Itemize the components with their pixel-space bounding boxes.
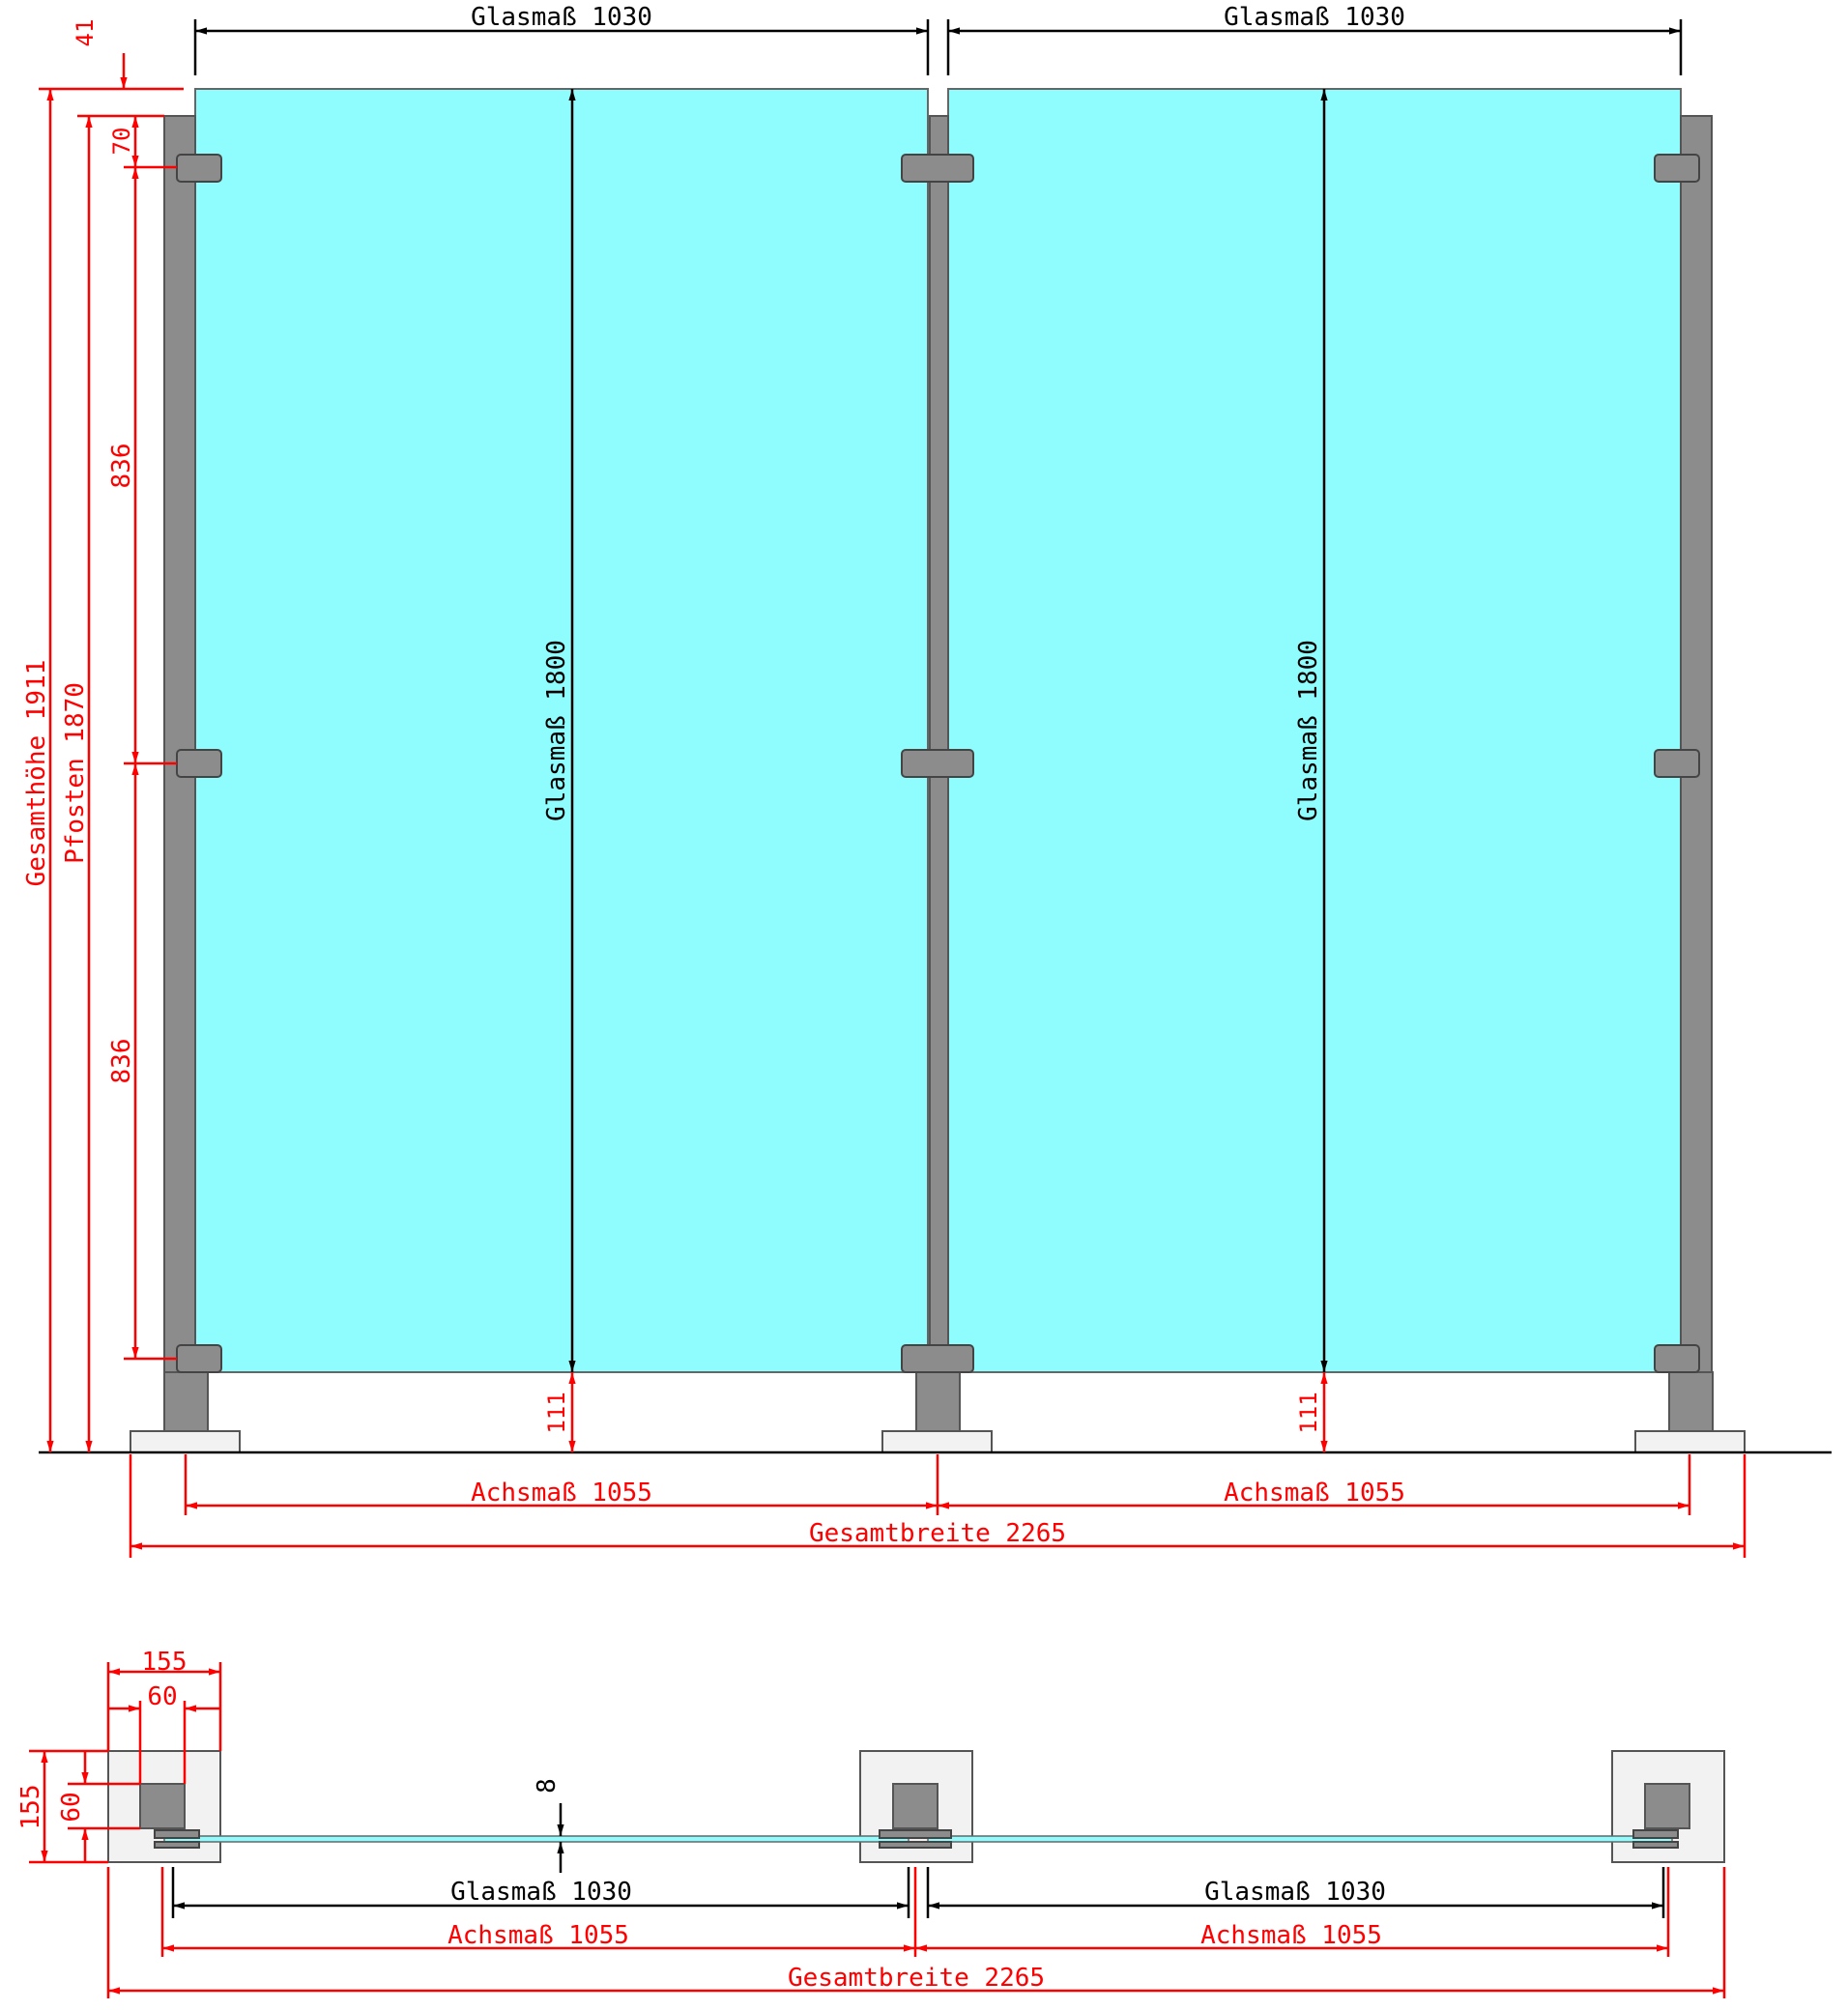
clamp-icon bbox=[901, 1344, 974, 1373]
clamp-icon bbox=[154, 1829, 200, 1839]
plate-depth-label: 155 bbox=[16, 1785, 45, 1830]
post-depth-label: 60 bbox=[57, 1792, 86, 1822]
plan-axis-left-label: Achsmaß 1055 bbox=[448, 1921, 629, 1950]
post-right-shaft bbox=[1668, 1371, 1714, 1433]
glass-panel-right bbox=[947, 88, 1682, 1373]
bottom-gap-right-label: 111 bbox=[1295, 1392, 1322, 1433]
clamp-icon bbox=[1654, 154, 1700, 183]
clamp-offset-label: 70 bbox=[108, 128, 135, 156]
clamp-icon bbox=[1632, 1829, 1679, 1839]
total-height-label: Gesamthöhe 1911 bbox=[22, 660, 51, 887]
clamp-icon bbox=[176, 154, 222, 183]
base-plate-left bbox=[130, 1430, 241, 1453]
clamp-icon bbox=[154, 1841, 200, 1849]
clamp-icon bbox=[176, 1344, 222, 1373]
glass-width-left-label: Glasmaß 1030 bbox=[471, 3, 652, 32]
clamp-icon bbox=[1654, 1344, 1700, 1373]
glass-height-left-label: Glasmaß 1800 bbox=[542, 640, 571, 821]
plan-post-right bbox=[1644, 1783, 1690, 1829]
base-plate-middle bbox=[881, 1430, 993, 1453]
post-left-shaft bbox=[163, 1371, 209, 1433]
plan-post-middle bbox=[892, 1783, 938, 1829]
clamp-icon bbox=[901, 154, 974, 183]
clamp-icon bbox=[879, 1829, 952, 1839]
clamp-spacing-upper-label: 836 bbox=[107, 444, 136, 489]
clamp-icon bbox=[879, 1841, 952, 1849]
plate-width-label: 155 bbox=[142, 1648, 188, 1677]
clamp-icon bbox=[176, 749, 222, 778]
axis-left-label: Achsmaß 1055 bbox=[471, 1479, 652, 1508]
post-height-label: Pfosten 1870 bbox=[61, 682, 90, 864]
plan-total-width-label: Gesamtbreite 2265 bbox=[788, 1964, 1045, 1993]
axis-right-label: Achsmaß 1055 bbox=[1224, 1479, 1405, 1508]
glass-width-right-label: Glasmaß 1030 bbox=[1224, 3, 1405, 32]
clamp-icon bbox=[1654, 749, 1700, 778]
plan-glass-width-right-label: Glasmaß 1030 bbox=[1204, 1878, 1386, 1907]
clamp-icon bbox=[901, 749, 974, 778]
plan-view: 155 60 155 60 8 Glasmaß 1030 Glasmaß 103… bbox=[16, 1648, 1726, 1998]
plan-post-left bbox=[139, 1783, 186, 1829]
plan-glass-right bbox=[927, 1835, 1673, 1843]
clamp-spacing-lower-label: 836 bbox=[107, 1039, 136, 1084]
glass-thickness-label: 8 bbox=[533, 1778, 562, 1794]
plan-glass-width-left-label: Glasmaß 1030 bbox=[450, 1878, 632, 1907]
base-plate-right bbox=[1634, 1430, 1746, 1453]
plan-glass-left bbox=[163, 1835, 910, 1843]
post-width-label: 60 bbox=[147, 1682, 177, 1711]
clamps bbox=[176, 154, 1700, 1373]
top-offset-label: 41 bbox=[72, 19, 99, 47]
bottom-gap-left-label: 111 bbox=[543, 1392, 570, 1433]
post-middle-shaft bbox=[915, 1371, 961, 1433]
total-width-label: Gesamtbreite 2265 bbox=[809, 1519, 1066, 1548]
elevation-view: Glasmaß 1030 Glasmaß 1030 Glasmaß 1800 G… bbox=[22, 3, 1832, 1558]
plan-axis-right-label: Achsmaß 1055 bbox=[1200, 1921, 1382, 1950]
clamp-icon bbox=[1632, 1841, 1679, 1849]
glass-height-right-label: Glasmaß 1800 bbox=[1294, 640, 1323, 821]
glass-panel-left bbox=[194, 88, 929, 1373]
